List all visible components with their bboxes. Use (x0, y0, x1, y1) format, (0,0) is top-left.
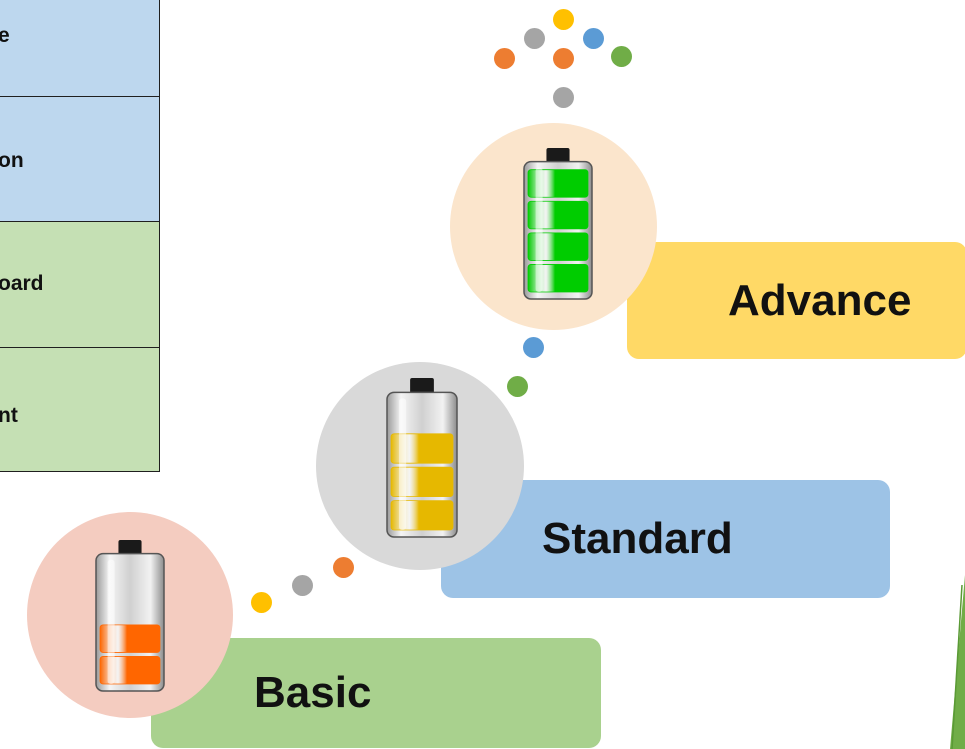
table-row: on (0, 97, 160, 222)
sparkle-dot (553, 87, 574, 108)
basic-card: Basic (151, 638, 601, 748)
sparkle-dot (553, 9, 574, 30)
table-cell-label: nt (0, 404, 18, 427)
sparkle-dot (524, 28, 545, 49)
battery-cell (390, 466, 454, 497)
table-cell-label: e (0, 24, 10, 47)
path-dot (507, 376, 528, 397)
table-cell-label: on (0, 149, 24, 172)
growth-arrow-icon (950, 575, 965, 749)
battery-cell (99, 624, 161, 653)
advance-label: Advance (728, 275, 912, 325)
sparkle-dot (611, 46, 632, 67)
category-table: e on oard nt (0, 0, 160, 472)
battery-cell (527, 200, 589, 230)
battery-cell (527, 169, 589, 198)
battery-medium-icon (386, 378, 458, 538)
path-dot (292, 575, 313, 596)
table-cell-label: oard (0, 272, 44, 295)
battery-cell (527, 264, 589, 293)
battery-cell (390, 433, 454, 464)
table-row: nt (0, 348, 160, 472)
battery-cell (390, 500, 454, 531)
battery-low-icon (95, 540, 165, 692)
advance-card: Advance (627, 242, 965, 359)
path-dot (251, 592, 272, 613)
path-dot (333, 557, 354, 578)
battery-full-icon (523, 148, 593, 300)
standard-label: Standard (542, 514, 733, 563)
battery-cell (527, 232, 589, 261)
sparkle-dot (583, 28, 604, 49)
table-row: oard (0, 222, 160, 348)
basic-label: Basic (254, 668, 372, 717)
sparkle-dot (494, 48, 515, 69)
battery-cell (99, 656, 161, 685)
path-dot (523, 337, 544, 358)
table-row: e (0, 0, 160, 97)
sparkle-dot (553, 48, 574, 69)
